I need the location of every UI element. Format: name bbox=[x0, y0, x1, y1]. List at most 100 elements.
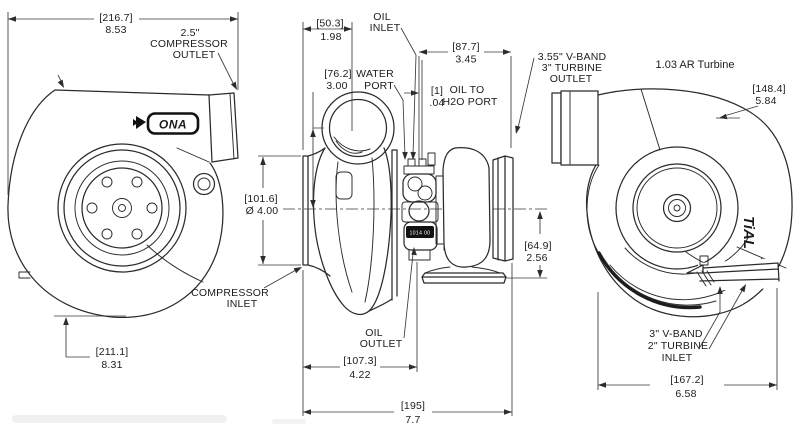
water-port-opening bbox=[407, 176, 423, 192]
label-line: WATER bbox=[356, 68, 394, 80]
dim-turbine-view-width: [167.2] 6.58 bbox=[597, 288, 778, 400]
compressor-inlet-pipe bbox=[302, 155, 309, 266]
oil-drain-flange bbox=[408, 249, 431, 261]
dim-mm: [167.2] bbox=[670, 374, 704, 386]
compressor-outlet-vband-ring bbox=[551, 92, 562, 164]
dim-mm: [195] bbox=[401, 400, 425, 412]
dim-inch: 7.7 bbox=[405, 414, 420, 426]
outlet-flange-right-edge bbox=[233, 92, 239, 159]
tial-logo: TiAL bbox=[740, 216, 757, 249]
dim-mm: [148.4] bbox=[752, 83, 786, 95]
volute-tongue-seam bbox=[146, 244, 204, 283]
label-line: 3.55" V-BAND bbox=[538, 51, 607, 63]
wheel-retainer-plate bbox=[81, 167, 163, 249]
label-line: 2.5" bbox=[180, 27, 199, 39]
dim-inch: 8.31 bbox=[101, 359, 122, 371]
xona-x-glyph bbox=[133, 116, 146, 129]
wheel-nut-hub bbox=[112, 198, 132, 218]
dim-compressor-inlet-diameter: [101.6] Ø 4.00 bbox=[244, 155, 301, 266]
label-line: OIL TO bbox=[450, 84, 485, 96]
label-turbine-inlet: 3" V-BAND 2" TURBINE INLET bbox=[648, 284, 746, 364]
inlet-bell-inner-ring bbox=[63, 149, 181, 267]
scroll-inner-edge bbox=[586, 164, 601, 256]
oil-drain-body bbox=[403, 221, 438, 251]
inlet-bore-ring bbox=[74, 160, 170, 256]
label-line: INLET bbox=[227, 298, 258, 310]
scan-smudge bbox=[272, 419, 306, 424]
label-line: H2O PORT bbox=[442, 96, 497, 108]
dim-outlet-center-height: [76.2] 3.00 bbox=[310, 68, 352, 208]
boost-port-boss bbox=[192, 172, 216, 196]
turbine-hub bbox=[662, 193, 692, 223]
wheel-nut-center bbox=[118, 204, 126, 212]
clamp-end-wedge bbox=[686, 264, 704, 274]
label-line: COMPRESSOR bbox=[150, 38, 228, 50]
turbine-inlet-flange bbox=[686, 255, 780, 291]
inlet-bell-transition bbox=[307, 147, 331, 277]
label-line: PORT bbox=[364, 80, 394, 92]
turbine-outlet-vband-flange bbox=[492, 155, 514, 262]
inlet-flange-flare bbox=[424, 266, 501, 274]
turbo-side-view: 1014 00 bbox=[283, 91, 547, 316]
volute-inner-arc bbox=[624, 237, 749, 275]
flange-lug bbox=[335, 171, 353, 200]
plate-bolt bbox=[131, 228, 143, 240]
turbine-hub-bore bbox=[668, 199, 686, 217]
banjo-bolt bbox=[418, 158, 427, 167]
vband-clamp-arc bbox=[597, 251, 702, 310]
dim-mm: [50.3] bbox=[316, 18, 343, 30]
dim-mm: [216.7] bbox=[99, 12, 133, 24]
dim-overall-height: [211.1] 8.31 bbox=[54, 315, 128, 371]
label-line: OUTLET bbox=[360, 338, 403, 350]
turbine-scroll-outline bbox=[585, 88, 793, 318]
dim-inch: 2.56 bbox=[526, 252, 547, 264]
outlet-duct-underside bbox=[176, 147, 210, 163]
dim-turbine-height: [148.4] 5.84 bbox=[716, 83, 786, 120]
xona-logo: ONA bbox=[133, 112, 200, 135]
turbine-ar-note: 1.03 AR Turbine bbox=[656, 59, 735, 71]
dim-mm: [64.9] bbox=[524, 240, 551, 252]
scan-smudge bbox=[12, 415, 227, 423]
dim-inch: .04 bbox=[429, 97, 444, 109]
housing-foot-tab bbox=[18, 271, 31, 279]
label-line: INLET bbox=[370, 22, 401, 34]
plate-bolt bbox=[131, 176, 143, 188]
outlet-flange-caps bbox=[208, 92, 239, 163]
turbine-hub-center bbox=[673, 204, 681, 212]
dim-inch: Ø 4.00 bbox=[246, 205, 279, 217]
dim-inch: 4.22 bbox=[349, 369, 370, 381]
label-water-port: WATER PORT bbox=[356, 68, 408, 160]
flange-bar-lines bbox=[699, 262, 780, 282]
compressor-outlet-pipe bbox=[560, 90, 599, 166]
label-line: OIL bbox=[365, 327, 383, 339]
dim-inch: 1.98 bbox=[320, 31, 341, 43]
dim-mm: [76.2] bbox=[324, 68, 351, 80]
turbine-rear-view: TiAL bbox=[551, 88, 793, 318]
compressor-scroll-outline bbox=[7, 89, 224, 319]
water-port-opening bbox=[417, 185, 433, 201]
scroll-profile-seams bbox=[335, 157, 375, 303]
oil-inlet-fitting bbox=[403, 165, 435, 175]
turbine-inlet-flange-edge bbox=[421, 272, 507, 284]
dim-mm: [107.3] bbox=[343, 355, 377, 367]
stud bbox=[427, 152, 436, 166]
serial-plate bbox=[406, 226, 434, 238]
outlet-flange-inner-line bbox=[229, 93, 235, 160]
label-line: INLET bbox=[662, 352, 693, 364]
label-compressor-outlet: 2.5" COMPRESSOR OUTLET bbox=[150, 27, 237, 90]
dim-inlet-to-outlet-center: [50.3] 1.98 bbox=[302, 18, 353, 150]
label-line: OUTLET bbox=[173, 49, 216, 61]
compressor-outlet-bore-inner bbox=[328, 98, 388, 158]
dim-center-to-inlet-flange: [64.9] 2.56 bbox=[505, 211, 552, 279]
flange-stud bbox=[699, 255, 709, 266]
boost-port-bore bbox=[197, 177, 211, 191]
turbine-housing-side bbox=[421, 147, 514, 284]
label-line: 3" V-BAND bbox=[649, 328, 703, 340]
dim-inch: 8.53 bbox=[105, 24, 126, 36]
plate-bolt bbox=[101, 228, 113, 240]
label-line: 3" TURBINE bbox=[542, 62, 602, 74]
bearing-bore bbox=[408, 200, 430, 222]
label-line: COMPRESSOR bbox=[191, 287, 269, 299]
outlet-flange-left-edge bbox=[208, 94, 213, 163]
